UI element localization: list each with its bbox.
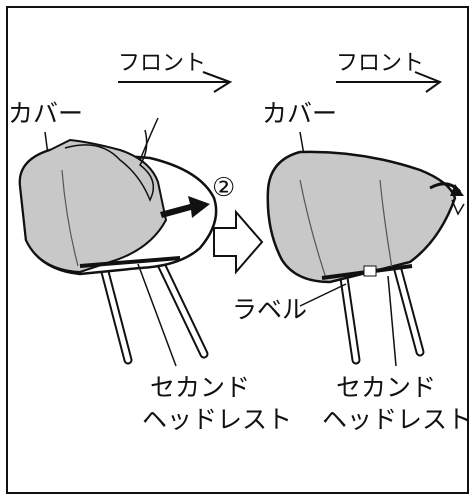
headrest-stay: [341, 275, 359, 363]
front-direction-arrow-icon: [336, 71, 443, 93]
cover-fold: [64, 129, 155, 202]
second-headrest-label-right-line1: セカンド: [336, 373, 436, 402]
headrest-right: [266, 150, 465, 365]
second-headrest-label-left-line1: セカンド: [150, 373, 250, 402]
headrest-stay: [395, 267, 423, 355]
label-leader: [299, 283, 347, 307]
headrest-stay: [157, 259, 207, 357]
front-label-right: フロント: [336, 51, 424, 76]
second-headrest-label-left-line2: ヘッドレスト: [142, 405, 292, 434]
headrest-base: [79, 256, 181, 268]
step-marker: ②: [212, 173, 235, 203]
cover-seam: [61, 169, 79, 267]
headrest-leader-right: [387, 275, 397, 367]
edge-mark: [451, 199, 465, 216]
curved-arrow-icon: [450, 184, 464, 196]
cover-label-right: カバー: [262, 99, 337, 128]
cover-seam: [379, 179, 393, 269]
cover-right: [266, 150, 457, 284]
solid-right-arrow-icon: [160, 196, 210, 218]
cover-left: [18, 138, 168, 274]
headrest-stay: [101, 265, 131, 363]
front-label-left: フロント: [118, 51, 206, 76]
front-direction-arrow-icon: [118, 71, 233, 93]
label-tag: [363, 265, 377, 277]
headrest-leader-left: [137, 263, 177, 367]
cover-label-left: カバー: [8, 99, 83, 128]
second-headrest-label-right-line2: ヘッドレスト: [322, 405, 472, 434]
hollow-right-arrow-icon: [213, 209, 264, 275]
headrest-left: [18, 117, 218, 365]
label-callout: ラベル: [232, 295, 307, 324]
cover-seam: [299, 179, 327, 279]
cover-cord: [139, 117, 159, 161]
